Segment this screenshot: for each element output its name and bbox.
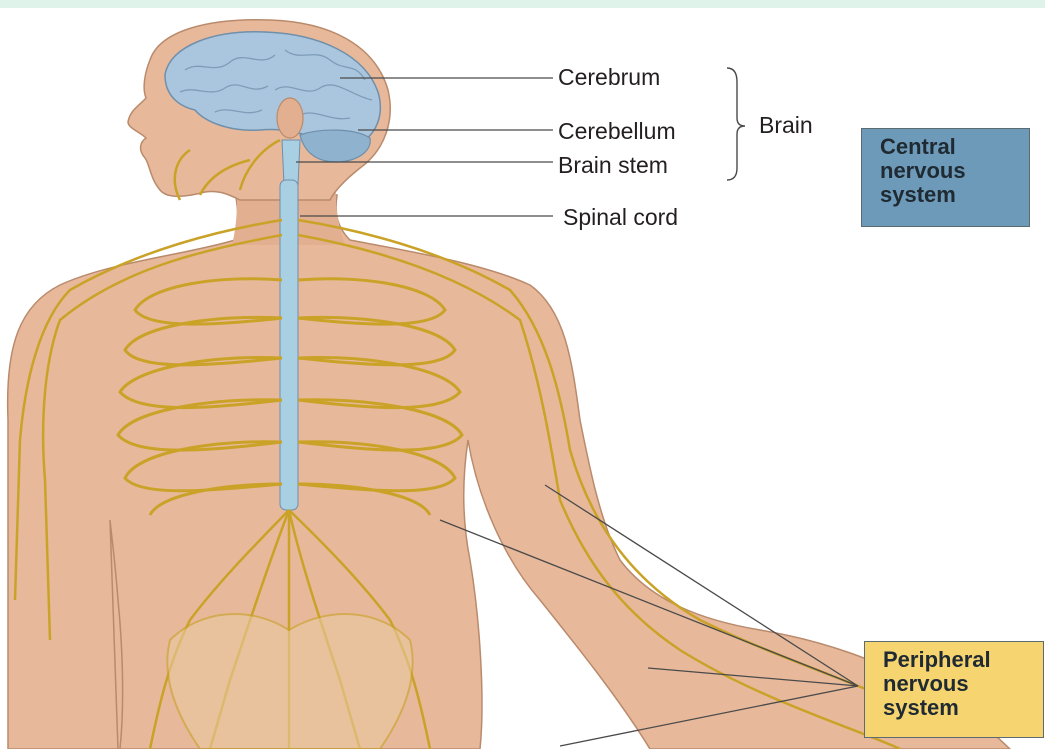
peripheral-nervous-system-box: Peripheral nervous system [864,641,1044,738]
cns-line-2: nervous [880,159,1021,183]
pns-line-2: nervous [883,672,1035,696]
pelvis [167,614,412,749]
ear [277,98,303,138]
pns-line-3: system [883,696,1035,720]
pns-line-1: Peripheral [883,648,1035,672]
cns-line-1: Central [880,135,1021,159]
label-brain: Brain [759,112,813,138]
label-cerebrum: Cerebrum [558,64,660,90]
label-brain-stem: Brain stem [558,152,668,178]
spinal-cord-shape [280,180,298,510]
cns-line-3: system [880,183,1021,207]
central-nervous-system-box: Central nervous system [861,128,1030,227]
label-cerebellum: Cerebellum [558,118,676,144]
top-strip [0,0,1045,8]
label-spinal-cord: Spinal cord [563,204,678,230]
brain-brace [727,68,745,180]
body-silhouette [8,190,1010,749]
